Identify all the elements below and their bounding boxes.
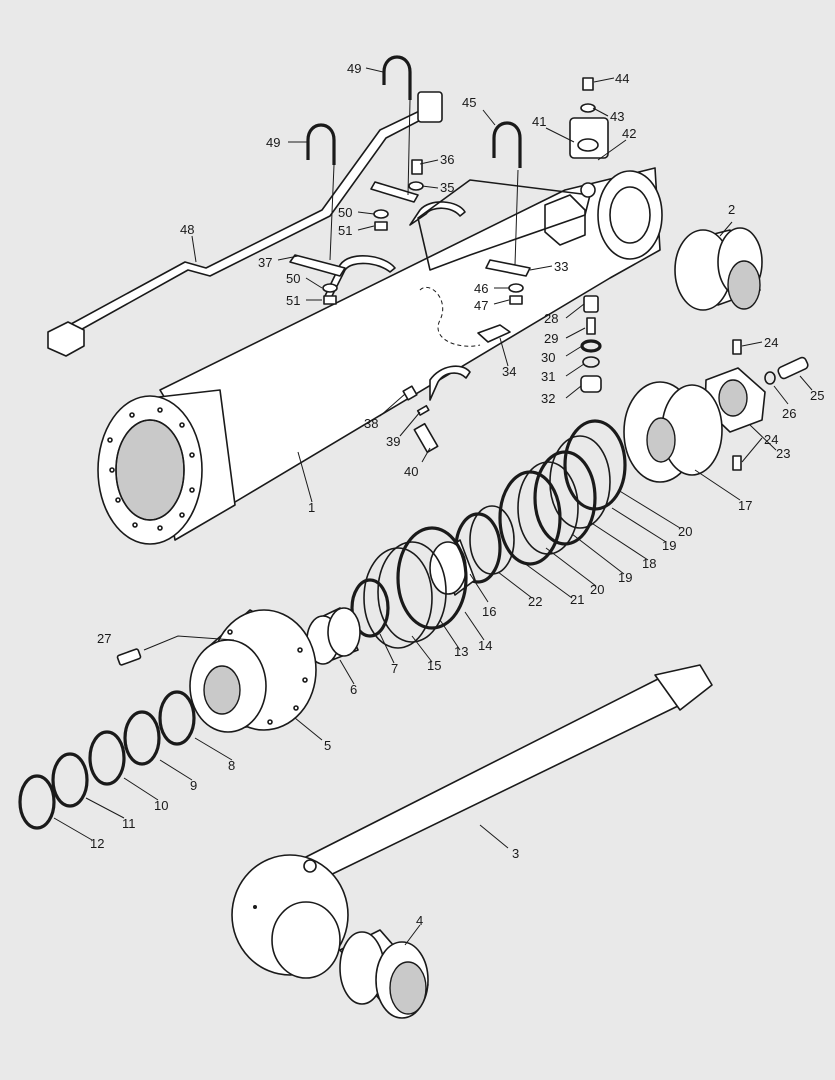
callout-19a: 19 <box>662 538 676 553</box>
callout-34: 34 <box>502 364 516 379</box>
bushing-4 <box>339 929 429 1019</box>
callout-4: 4 <box>416 913 423 928</box>
seal-rings <box>306 419 627 665</box>
callout-17: 17 <box>738 498 752 513</box>
callout-49a: 49 <box>347 61 361 76</box>
head-seal-rings <box>18 690 196 830</box>
callout-24b: 24 <box>764 432 778 447</box>
callout-46: 46 <box>474 281 488 296</box>
callout-25: 25 <box>810 388 824 403</box>
callout-40: 40 <box>404 464 418 479</box>
callout-15: 15 <box>427 658 441 673</box>
callout-26: 26 <box>782 406 796 421</box>
callout-41: 41 <box>532 114 546 129</box>
callout-32: 32 <box>541 391 555 406</box>
callout-51a: 51 <box>338 223 352 238</box>
callout-35: 35 <box>440 180 454 195</box>
callout-24a: 24 <box>764 335 778 350</box>
callout-22: 22 <box>528 594 542 609</box>
piston-nut-23 <box>704 339 809 471</box>
callout-51b: 51 <box>286 293 300 308</box>
callout-33: 33 <box>554 259 568 274</box>
callout-38: 38 <box>364 416 378 431</box>
callout-8: 8 <box>228 758 235 773</box>
callout-18: 18 <box>642 556 656 571</box>
callout-3: 3 <box>512 846 519 861</box>
callout-27: 27 <box>97 631 111 646</box>
u-bolts <box>306 55 522 266</box>
callout-42: 42 <box>622 126 636 141</box>
callout-19b: 19 <box>618 570 632 585</box>
callout-48: 48 <box>180 222 194 237</box>
callout-29: 29 <box>544 331 558 346</box>
callout-9: 9 <box>190 778 197 793</box>
callout-39: 39 <box>386 434 400 449</box>
callout-45: 45 <box>462 95 476 110</box>
callout-30: 30 <box>541 350 555 365</box>
callout-6: 6 <box>350 682 357 697</box>
piston-17 <box>623 381 723 483</box>
cylinder-head-5 <box>189 609 317 733</box>
callout-2: 2 <box>728 202 735 217</box>
callout-1: 1 <box>308 500 315 515</box>
callout-47: 47 <box>474 298 488 313</box>
leader-lines <box>53 67 813 946</box>
callout-37: 37 <box>258 255 272 270</box>
callout-20b: 20 <box>590 582 604 597</box>
callout-44: 44 <box>615 71 629 86</box>
callout-11: 11 <box>122 816 136 831</box>
callout-12: 12 <box>90 836 104 851</box>
bushing-2 <box>674 227 763 311</box>
plug-stack <box>580 295 602 393</box>
callout-20a: 20 <box>678 524 692 539</box>
barrel-1 <box>97 167 663 545</box>
callout-labels: 1 2 3 4 5 6 7 8 9 10 11 12 13 14 15 16 1… <box>90 61 824 928</box>
callout-23: 23 <box>776 446 790 461</box>
callout-28: 28 <box>544 311 558 326</box>
callout-43: 43 <box>610 109 624 124</box>
clamps <box>289 117 609 401</box>
callout-50a: 50 <box>338 205 352 220</box>
tube-48 <box>47 91 443 357</box>
callout-49b: 49 <box>266 135 280 150</box>
bolt-27 <box>116 648 142 666</box>
callout-5: 5 <box>324 738 331 753</box>
callout-10: 10 <box>154 798 168 813</box>
callout-36: 36 <box>440 152 454 167</box>
callout-31: 31 <box>541 369 555 384</box>
callout-13: 13 <box>454 644 468 659</box>
piston-rod-3 <box>231 664 713 979</box>
callout-21: 21 <box>570 592 584 607</box>
callout-14: 14 <box>478 638 492 653</box>
callout-7: 7 <box>391 661 398 676</box>
callout-50b: 50 <box>286 271 300 286</box>
callout-16: 16 <box>482 604 496 619</box>
